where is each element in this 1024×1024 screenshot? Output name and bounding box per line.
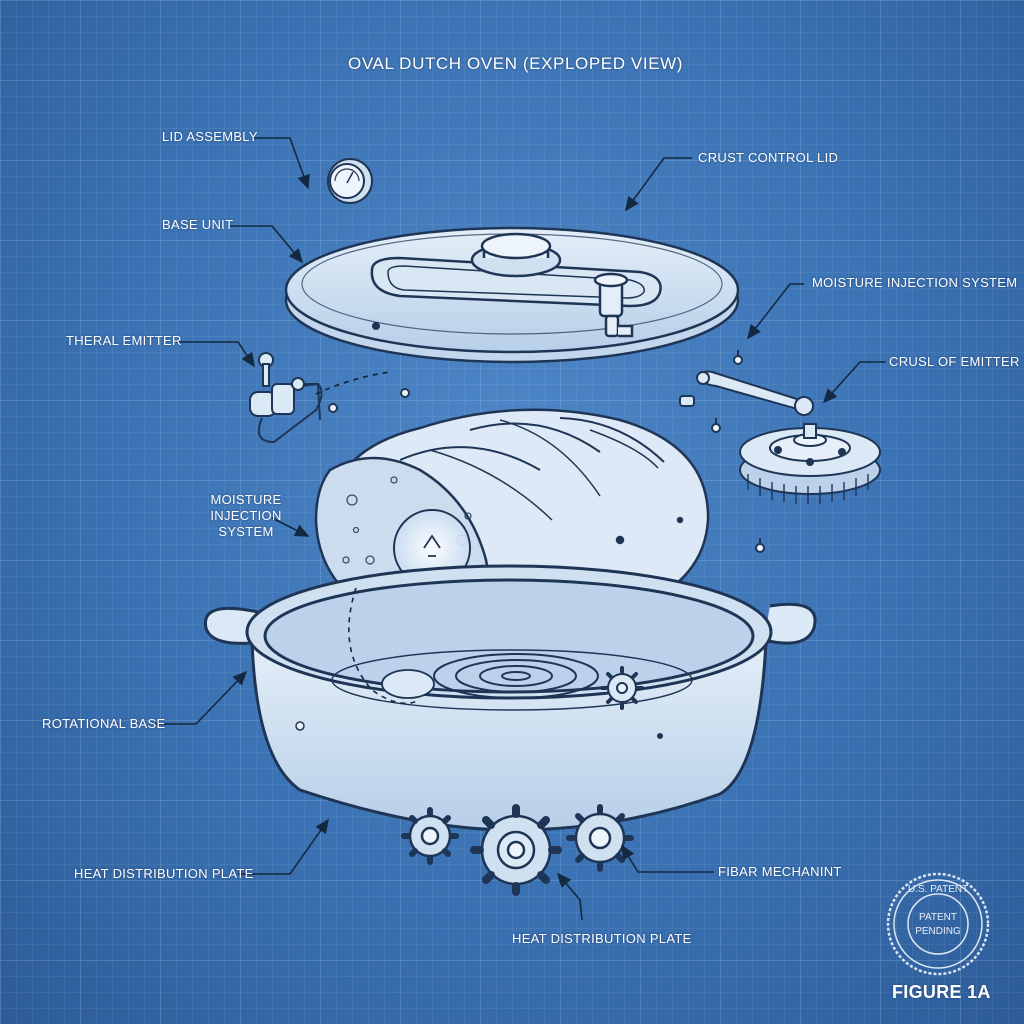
leader-crust-emitter	[822, 361, 886, 404]
leader-crust-control-lid	[625, 157, 692, 212]
gauge	[327, 158, 373, 204]
moisture-injection-arm	[679, 350, 814, 553]
label-lid-assembly: LID ASSEMBLY	[162, 129, 258, 144]
seal-line-2: PENDING	[915, 926, 961, 937]
label-theral-emitter: THERAL EMITTER	[66, 333, 182, 348]
rotation-arc-dashed	[348, 587, 421, 705]
emitter-path-dashed	[315, 371, 391, 395]
label-moisture-injection-right: MOISTURE INJECTION SYSTEM	[812, 275, 1018, 290]
thermal-emitter-part	[249, 352, 410, 444]
leader-theral-emitter	[176, 341, 255, 368]
leader-base-unit	[230, 225, 304, 264]
leader-lid-assembly	[254, 137, 310, 190]
crust-emitter-brush	[739, 423, 881, 504]
patent-seal	[886, 872, 990, 976]
seal-line-1: PATENT	[919, 912, 957, 923]
label-crust-control-lid: CRUST CONTROL LID	[698, 150, 839, 165]
label-heat-distribution-plate-bottom: HEAT DISTRIBUTION PLATE	[512, 931, 692, 946]
leader-moisture-left	[271, 517, 310, 537]
seal-top-text: U.S. PATENT	[908, 884, 969, 895]
gear-mechanism	[401, 804, 634, 896]
label-heat-distribution-plate-left: HEAT DISTRIBUTION PLATE	[74, 866, 254, 881]
inner-gear	[600, 666, 644, 710]
leader-fibar	[621, 844, 714, 873]
label-moisture-injection-left: MOISTURE INJECTION SYSTEM	[210, 492, 282, 539]
label-base-unit: BASE UNIT	[162, 217, 234, 232]
diagram-title: OVAL DUTCH OVEN (EXPLOPED VIEW)	[348, 54, 684, 73]
crust-control-lid	[284, 226, 740, 364]
figure-label: FIGURE 1A	[892, 982, 991, 1002]
leader-rotational-base	[154, 670, 248, 725]
leader-heat-plate-left	[238, 818, 329, 875]
label-rotational-base: ROTATIONAL BASE	[42, 716, 166, 731]
leader-moisture-right	[747, 283, 804, 340]
label-crust-emitter: CRUSL OF EMITTER	[889, 354, 1020, 369]
label-fibar-mechanism: FIBAR MECHANINT	[718, 864, 842, 879]
leader-lines	[154, 137, 886, 921]
leader-heat-plate-bottom	[556, 872, 583, 921]
